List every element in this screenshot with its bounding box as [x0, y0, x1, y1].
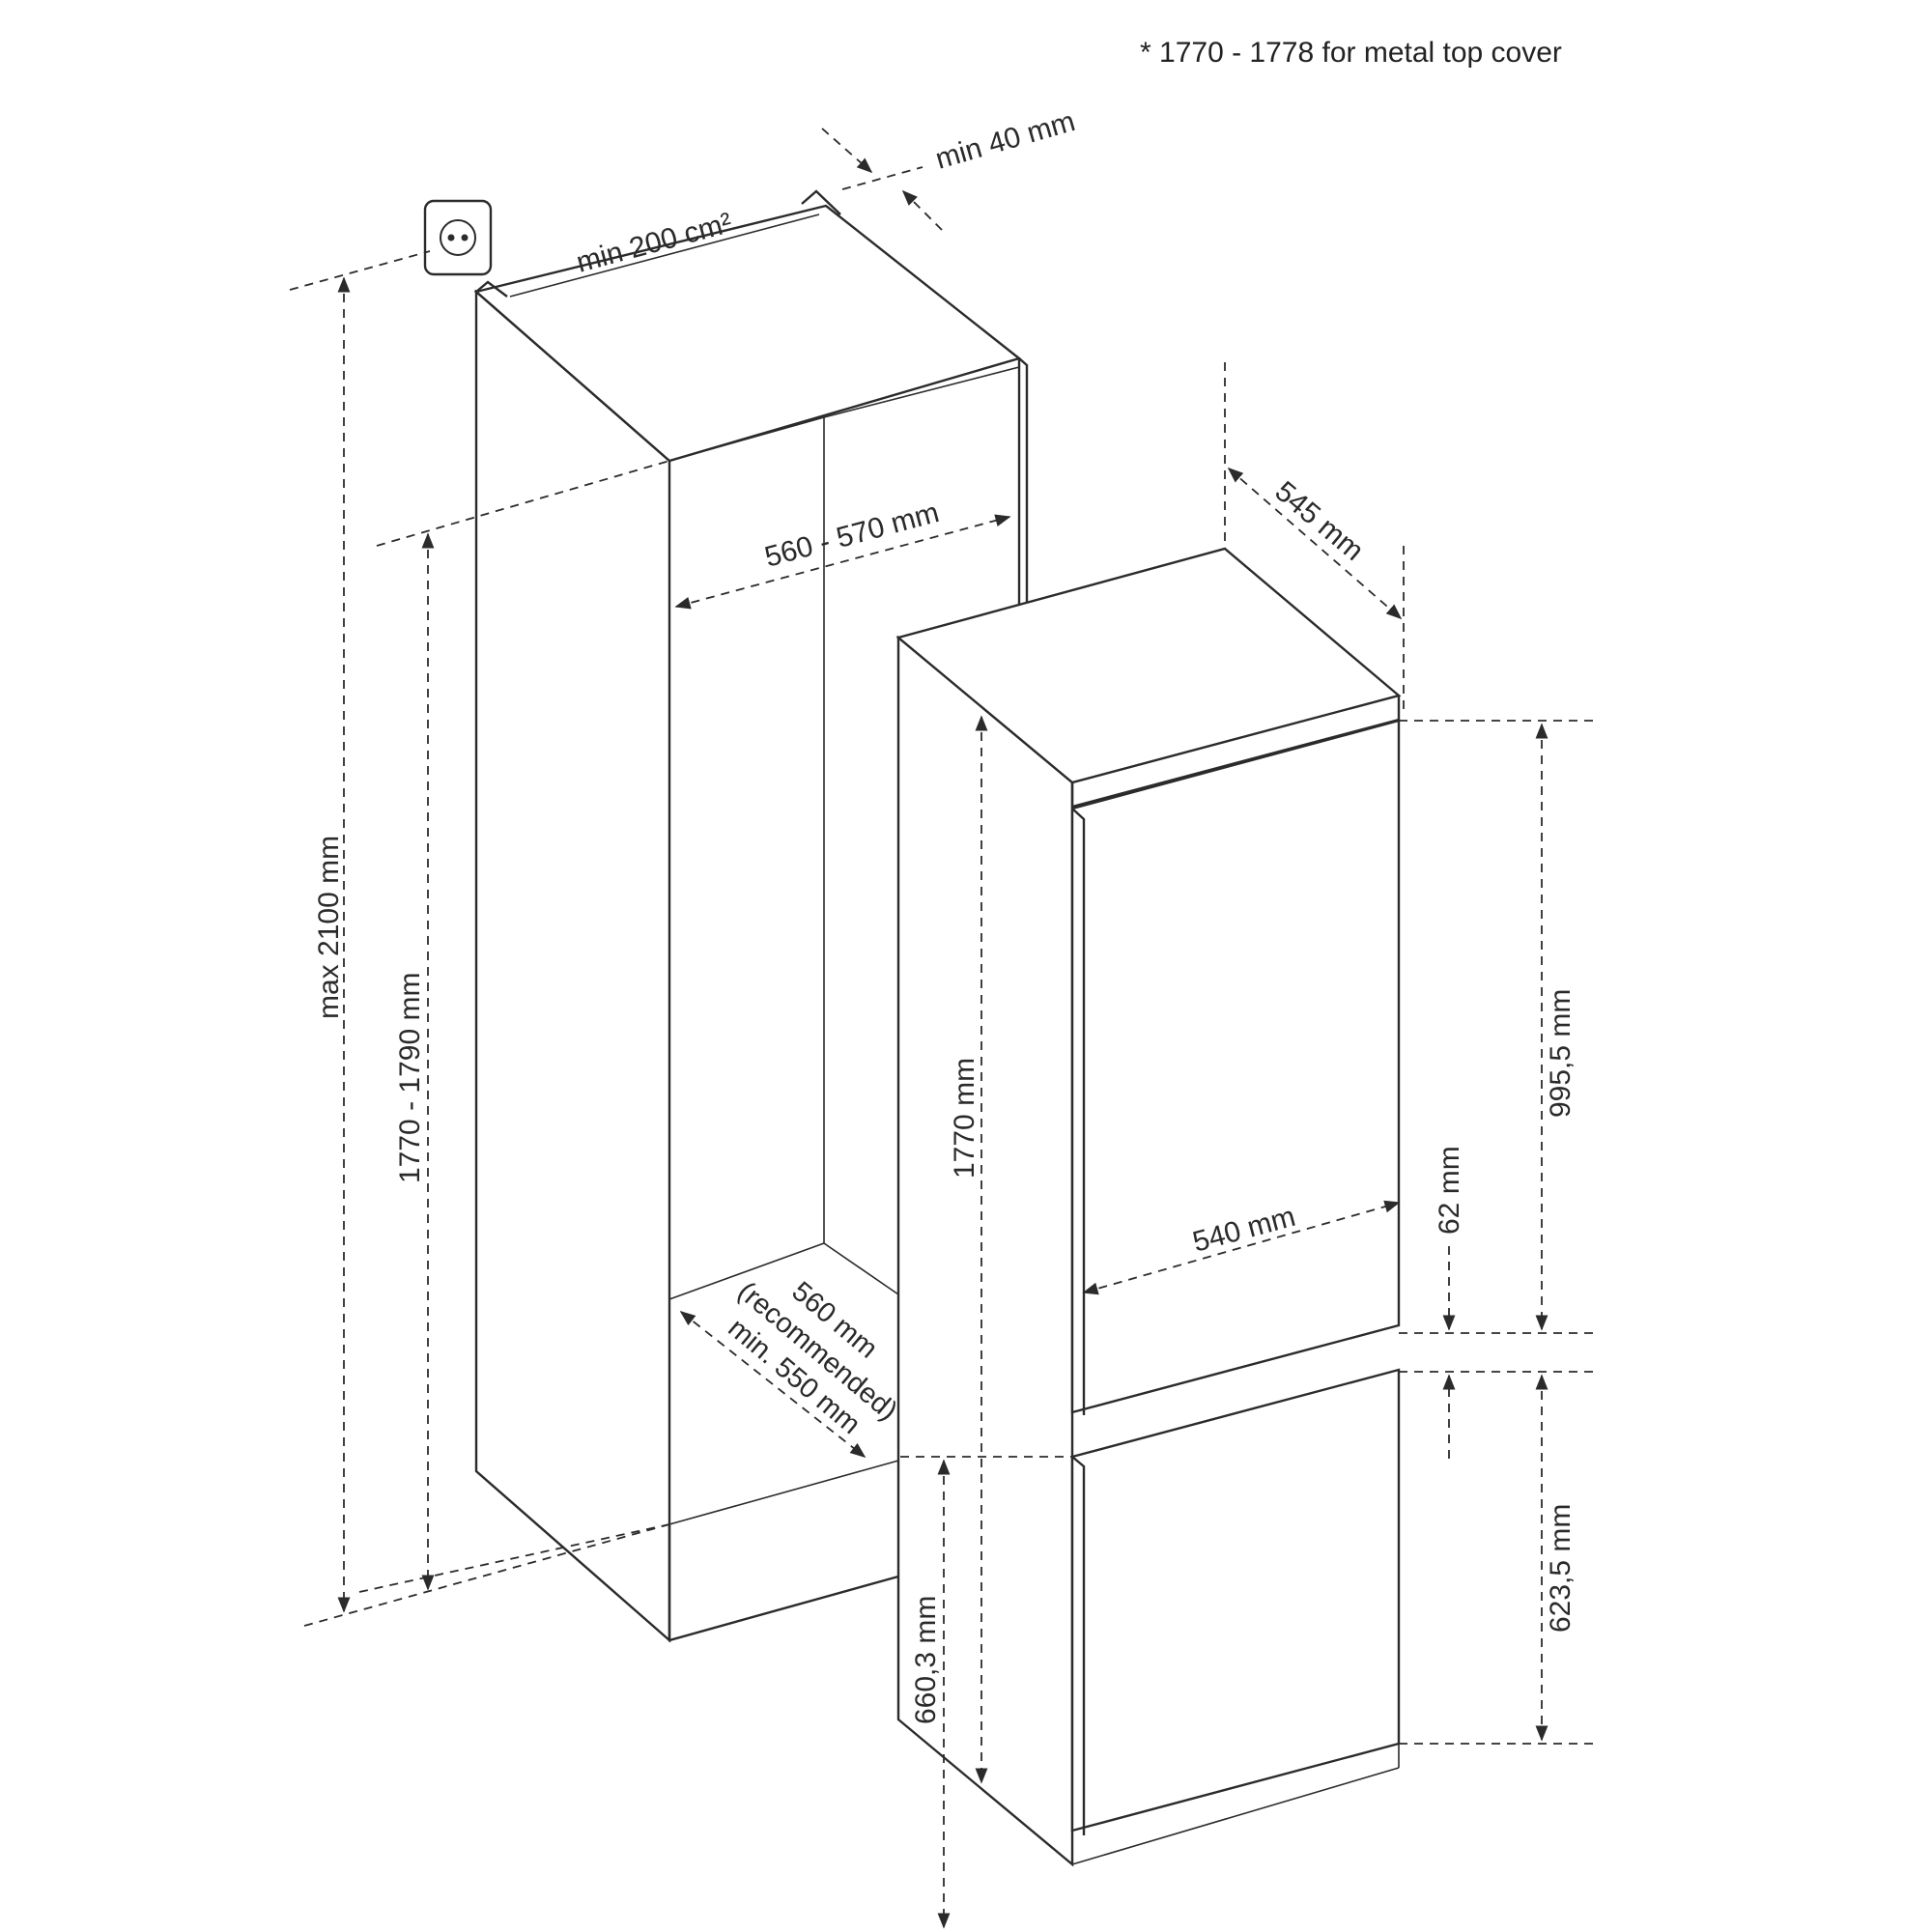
label-lower-door-height: 623,5 mm	[1545, 1504, 1577, 1633]
niche-dimensions	[289, 128, 1011, 1627]
label-niche-width: 560 - 570 mm	[761, 497, 942, 574]
label-lower-section-height: 660,3 mm	[910, 1596, 942, 1724]
niche-depth-dimension-line	[679, 1310, 867, 1459]
power-socket-icon	[423, 199, 493, 276]
label-upper-door-height: 995,5 mm	[1545, 989, 1577, 1118]
niche-left-panel	[474, 289, 671, 1643]
label-vent-gap: min 40 mm	[932, 105, 1079, 176]
label-door-gap: 62 mm	[1434, 1146, 1465, 1235]
appliance-width-dimension-line	[1082, 1200, 1401, 1295]
upper-door	[1070, 719, 1401, 1414]
label-appliance-depth: 545 mm	[1269, 475, 1370, 567]
label-max-height: max 2100 mm	[313, 836, 345, 1019]
label-appliance-height: 1770 mm	[949, 1058, 980, 1179]
label-niche-height: 1770 - 1790 mm	[394, 973, 426, 1183]
metal-top-cover-note: * 1770 - 1778 for metal top cover	[1140, 37, 1562, 69]
niche-width-dimension-line	[674, 514, 1011, 610]
appliance-depth-dimension-line	[1227, 467, 1403, 620]
fridge-appliance	[895, 547, 1402, 1867]
appliance-dimensions	[900, 362, 1594, 1929]
lower-door	[1070, 1368, 1401, 1833]
